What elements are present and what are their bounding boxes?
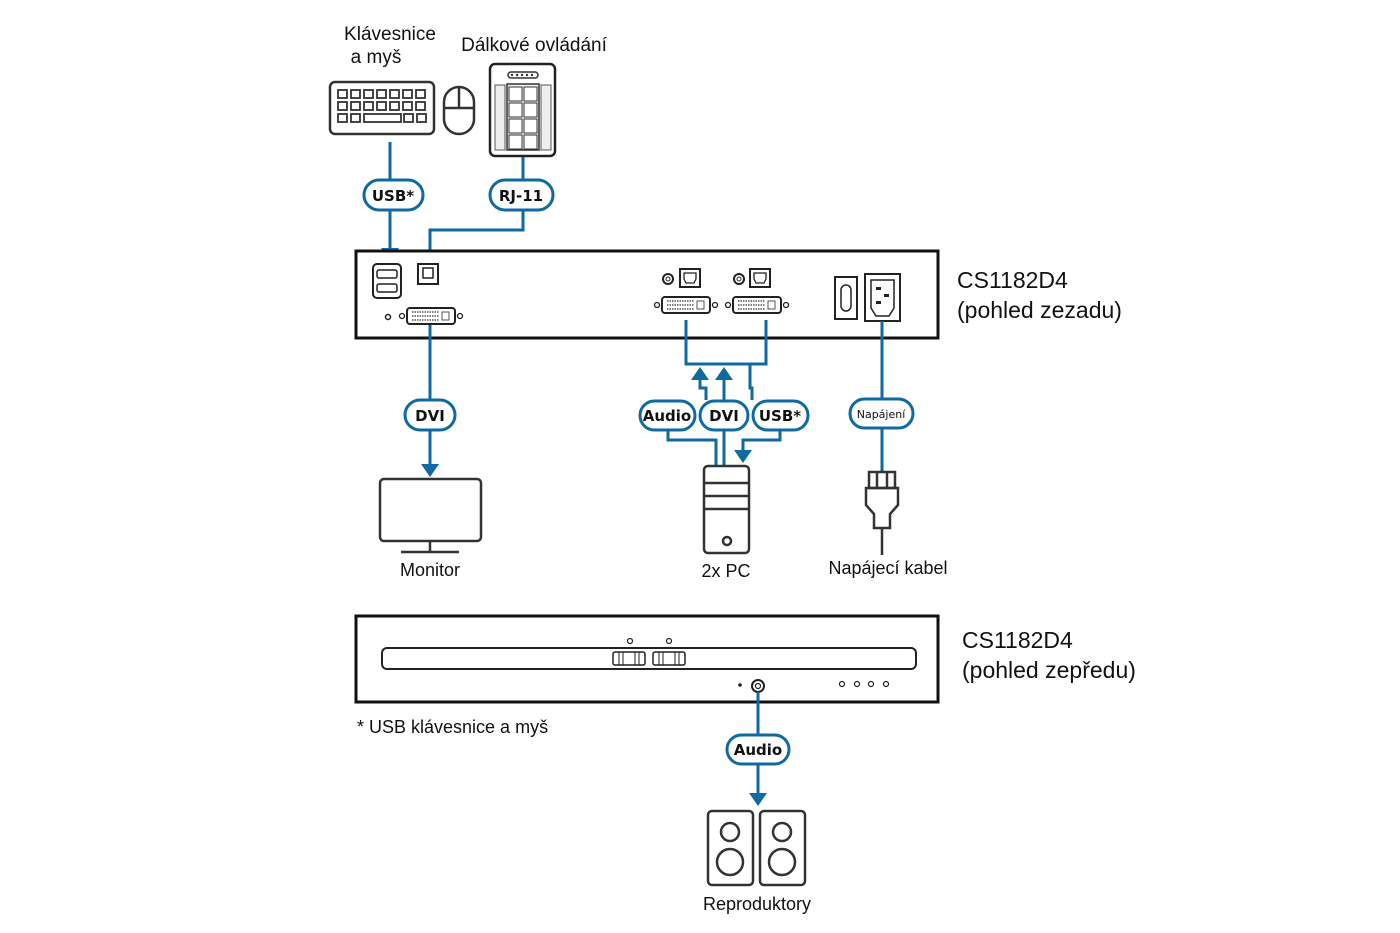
power-plug-icon [864, 470, 900, 555]
rear-unit-title: CS1182D4 [957, 267, 1068, 293]
dvi-out-port-icon [398, 307, 464, 325]
svg-text:USB*: USB* [372, 187, 414, 205]
rj11-connection-label: RJ-11 [488, 178, 555, 212]
power-connection-label: Napájení [848, 397, 915, 430]
svg-text:Napájení: Napájení [857, 408, 906, 421]
status-led-4-icon [882, 680, 890, 688]
speaker-arrow-icon [749, 793, 767, 806]
svg-text:Audio: Audio [643, 407, 691, 425]
speakers-label: Reproduktory [703, 894, 811, 914]
front-panel-slot [381, 647, 917, 670]
usb-ports-icon [372, 263, 402, 299]
svg-text:DVI: DVI [415, 407, 445, 425]
front-unit-title: CS1182D4 [962, 627, 1073, 653]
led-icon [384, 313, 392, 321]
monitor-arrow-icon [421, 464, 439, 477]
pc-dvi-arrow-icon [715, 367, 733, 380]
speaker-audio-connection-label: Audio [725, 733, 791, 766]
power-switch-icon [834, 276, 858, 320]
footnote: * USB klávesnice a myš [357, 717, 548, 737]
pc-audio-wire-lower [666, 430, 718, 466]
usb-b-port-pc1-icon [662, 268, 701, 288]
dvi-in-port-1-icon [653, 296, 719, 314]
speakers-icon [706, 809, 807, 887]
pc-tower-icon [702, 464, 751, 555]
monitor-dvi-connection-label: DVI [403, 398, 457, 432]
rear-unit-subtitle: (pohled zezadu) [957, 297, 1122, 323]
keyboard-icon [328, 80, 436, 136]
front-unit-subtitle: (pohled zepředu) [962, 657, 1136, 683]
pc-usb-wire-upper [748, 364, 754, 400]
rj11-port-icon [417, 263, 439, 285]
pc-dvi-bus-wire [684, 320, 768, 366]
dvi-in-port-2-icon [724, 296, 790, 314]
svg-text:RJ-11: RJ-11 [499, 187, 543, 205]
svg-text:USB*: USB* [759, 407, 801, 425]
remote-label: Dálkové ovládání [461, 35, 607, 56]
usb-b-port-pc2-icon [733, 268, 771, 288]
port1-led-icon [626, 637, 634, 645]
port2-led-icon [665, 637, 673, 645]
port2-button-icon[interactable] [652, 651, 686, 666]
rj11-wire-lower [428, 210, 525, 262]
front-led-icon [738, 683, 742, 687]
port1-button-icon[interactable] [612, 651, 646, 666]
svg-text:Audio: Audio [734, 741, 782, 759]
pc-label: 2x PC [701, 561, 750, 581]
monitor-label: Monitor [400, 560, 460, 580]
pc-usb-wire-lower [741, 430, 782, 452]
pc-audio-arrow-icon [691, 367, 709, 380]
monitor-icon [378, 477, 483, 554]
pc-dvi-connection-label: DVI [698, 399, 750, 432]
audio-jack-icon [751, 679, 765, 693]
status-led-1-icon [838, 680, 846, 688]
usb-connection-label: USB* [362, 178, 425, 212]
keyboard-mouse-label-2: a myš [351, 47, 402, 68]
pc-audio-wire-upper [698, 378, 708, 400]
status-led-2-icon [853, 680, 861, 688]
power-socket-icon [864, 273, 901, 322]
svg-text:DVI: DVI [709, 407, 739, 425]
power-cable-label: Napájecí kabel [828, 558, 947, 578]
mouse-icon [442, 85, 476, 136]
status-led-3-icon [867, 680, 875, 688]
keyboard-mouse-label-1: Klávesnice [344, 24, 436, 45]
pc-usb-connection-label: USB* [751, 399, 810, 432]
pc-audio-connection-label: Audio [638, 399, 697, 432]
pc-usb-arrow-icon [734, 450, 752, 463]
remote-control-icon [488, 62, 557, 158]
